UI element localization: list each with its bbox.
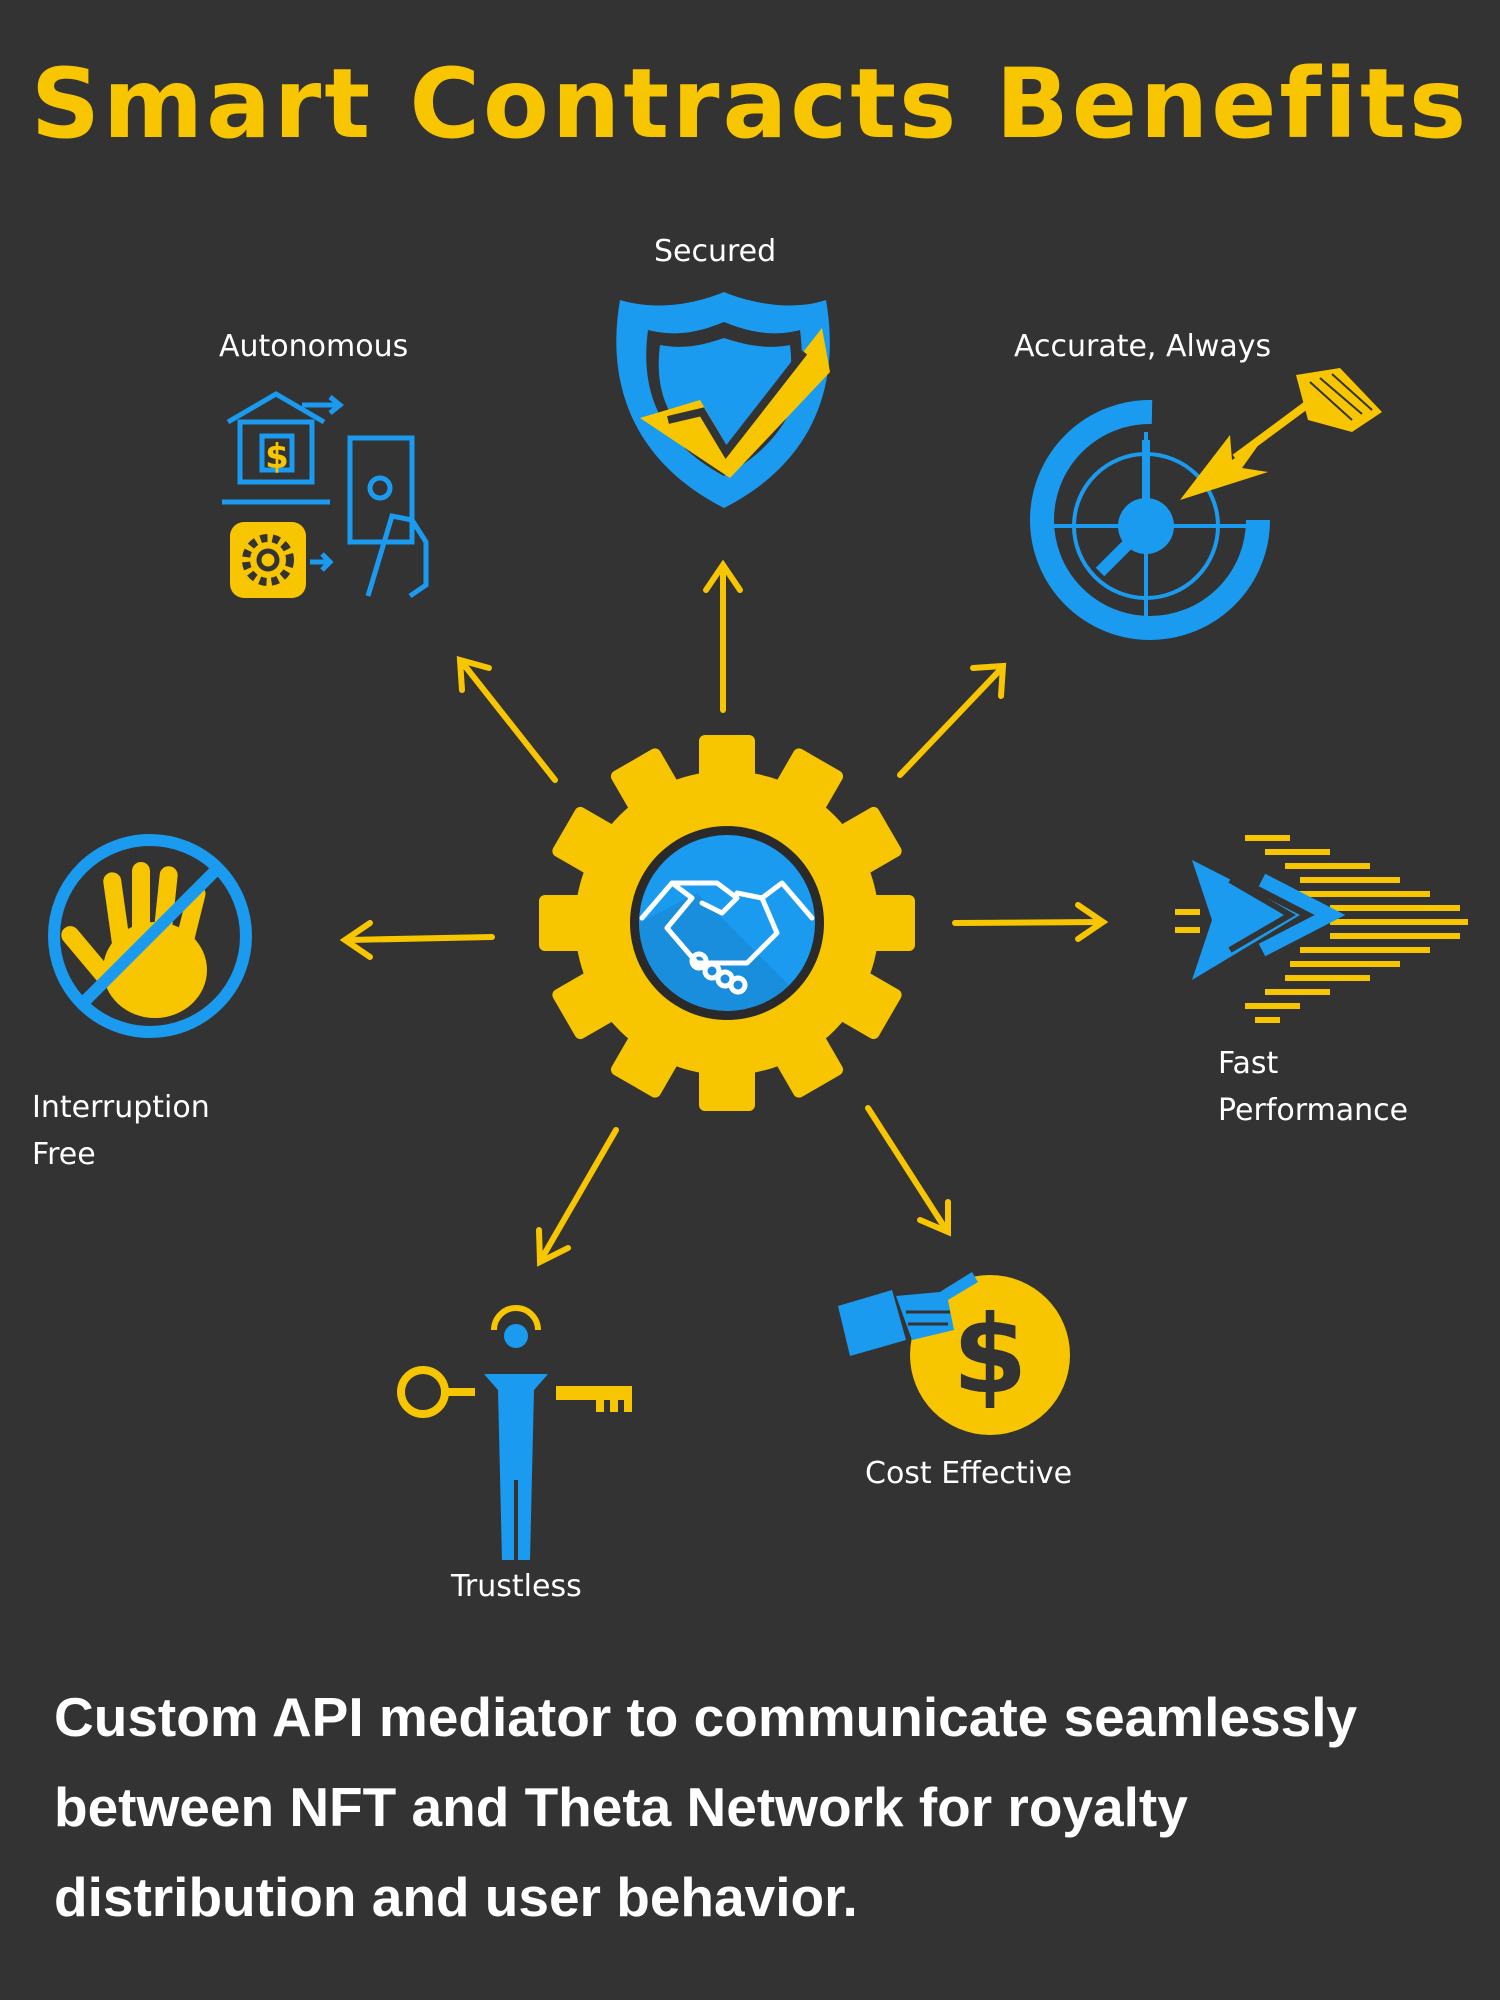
label-secured: Secured xyxy=(654,234,777,269)
footer-line2: between NFT and Theta Network for royalt… xyxy=(54,1776,1188,1838)
label-interruption-line2: Free xyxy=(32,1137,96,1172)
footer-description: Custom API mediator to communicate seaml… xyxy=(54,1672,1474,1942)
svg-text:$: $ xyxy=(952,1293,1027,1418)
hand-dollar-coin-icon: $ xyxy=(838,1272,1070,1435)
label-fast-line1: Fast xyxy=(1218,1046,1279,1081)
arrow-down-right xyxy=(865,1105,951,1237)
fast-forward-icon xyxy=(1175,835,1468,1023)
key-person-icon xyxy=(397,1305,632,1560)
label-fast-line2: Performance xyxy=(1218,1093,1409,1128)
label-autonomous: Autonomous xyxy=(219,329,409,364)
label-trustless: Trustless xyxy=(451,1569,582,1604)
arrow-up-right xyxy=(897,662,1007,778)
gear-handshake-icon xyxy=(539,735,915,1111)
footer-line3: distribution and user behavior. xyxy=(54,1866,858,1928)
page-title: Smart Contracts Benefits xyxy=(30,48,1470,160)
shield-check-icon xyxy=(616,292,830,508)
arrow-right xyxy=(952,902,1109,942)
stop-hand-icon xyxy=(48,834,252,1038)
label-fast-performance: Fast Performance xyxy=(1218,1040,1408,1134)
arrow-down-left xyxy=(536,1127,619,1267)
footer-line1: Custom API mediator to communicate seaml… xyxy=(54,1686,1358,1748)
arrow-left xyxy=(339,920,495,960)
house-money-gear-icon xyxy=(222,391,429,599)
gear-small-icon xyxy=(230,522,306,598)
target-arrow-icon xyxy=(1030,368,1382,640)
svg-text:$: $ xyxy=(265,437,289,477)
label-interruption-line1: Interruption xyxy=(32,1090,210,1125)
label-cost-effective: Cost Effective xyxy=(865,1456,1073,1491)
arrow-up-left xyxy=(456,655,558,783)
arrow-up xyxy=(703,559,743,713)
label-accurate: Accurate, Always xyxy=(1014,329,1272,364)
arrows xyxy=(339,559,1109,1267)
label-interruption-free: Interruption Free xyxy=(32,1084,210,1178)
